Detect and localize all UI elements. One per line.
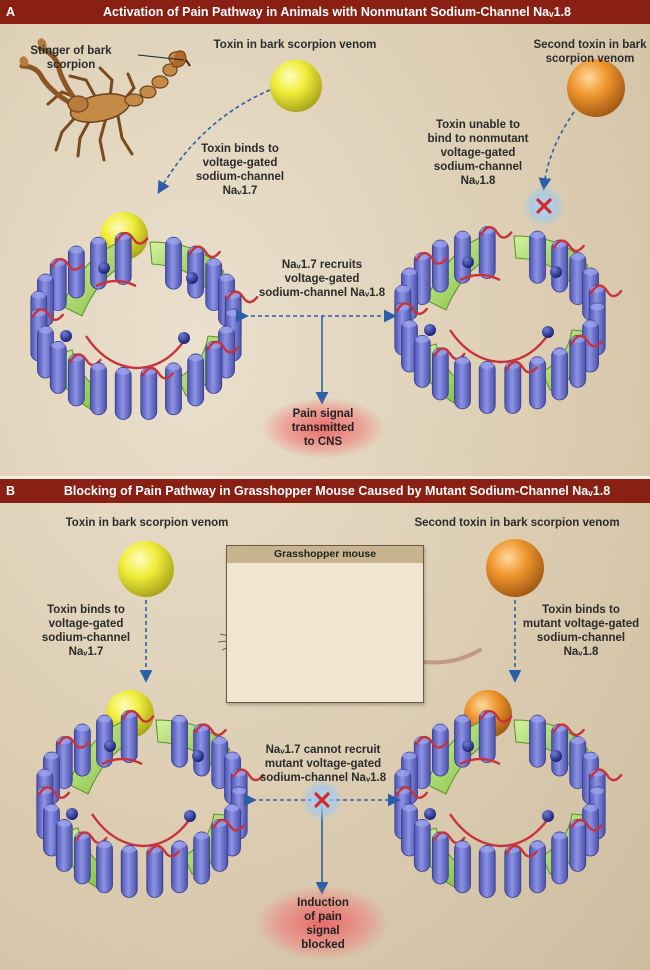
channel-nav17-b — [36, 690, 265, 898]
toxin-yellow-a — [270, 60, 322, 112]
toxin-yellow-b — [118, 541, 174, 597]
panel-a-header: A Activation of Pain Pathway in Animals … — [0, 0, 650, 24]
channels-group — [30, 212, 623, 898]
panel-a-letter: A — [6, 5, 16, 19]
toxin2-label-a: Second toxin in bark scorpion venom — [533, 39, 647, 65]
panel-b-title: Blocking of Pain Pathway in Grasshopper … — [63, 484, 611, 498]
toxin-binds-label-a: Toxin binds to voltage-gated sodium-chan… — [195, 143, 285, 197]
toxin1-label-b: Toxin in bark scorpion venom — [65, 517, 229, 529]
panel-a-title: Activation of Pain Pathway in Animals wi… — [102, 5, 572, 19]
toxin1-label-a: Toxin in bark scorpion venom — [213, 39, 377, 51]
toxin-unable-label-a: Toxin unable to bind to nonmutant voltag… — [427, 119, 529, 187]
panel-divider — [0, 476, 650, 479]
pain-signal-label: Pain signal transmitted to CNS — [291, 408, 355, 448]
panel-b-header: B Blocking of Pain Pathway in Grasshoppe… — [0, 479, 650, 503]
toxin-orange-b — [486, 539, 544, 597]
blocked-x-mark-b — [302, 780, 342, 820]
channel-nav18-a — [394, 225, 623, 414]
pain-glow-b — [256, 886, 388, 960]
toxin-orange-a — [567, 59, 625, 117]
toxin-binds-18-label-b: Toxin binds to mutant voltage-gated sodi… — [522, 604, 640, 658]
arrow-toxin2-to-channel-a — [538, 111, 575, 191]
channel-nav18-b — [394, 690, 623, 898]
induction-label: Induction of pain signal blocked — [297, 897, 349, 951]
arrow-toxin1-to-channel-a — [157, 89, 271, 195]
blocked-x-mark-a — [524, 186, 564, 226]
cannot-recruit-label-b: Naᵥ1.7 cannot recruit mutant voltage-gat… — [259, 744, 387, 784]
recruits-label-a: Naᵥ1.7 recruits voltage-gated sodium-cha… — [258, 259, 386, 299]
stinger-label: Stinger of bark scorpion — [30, 45, 112, 71]
mouse-box-title: Grasshopper mouse — [227, 546, 423, 563]
scorpion-illustration — [19, 38, 191, 162]
toxin-binds-17-label-b: Toxin binds to voltage-gated sodium-chan… — [41, 604, 131, 658]
panel-b-letter: B — [6, 484, 16, 498]
channel-nav17-a — [30, 212, 259, 420]
mouse-box: Grasshopper mouse — [226, 545, 424, 703]
toxin2-label-b: Second toxin in bark scorpion venom — [414, 517, 620, 529]
pain-glow-a — [262, 398, 384, 458]
